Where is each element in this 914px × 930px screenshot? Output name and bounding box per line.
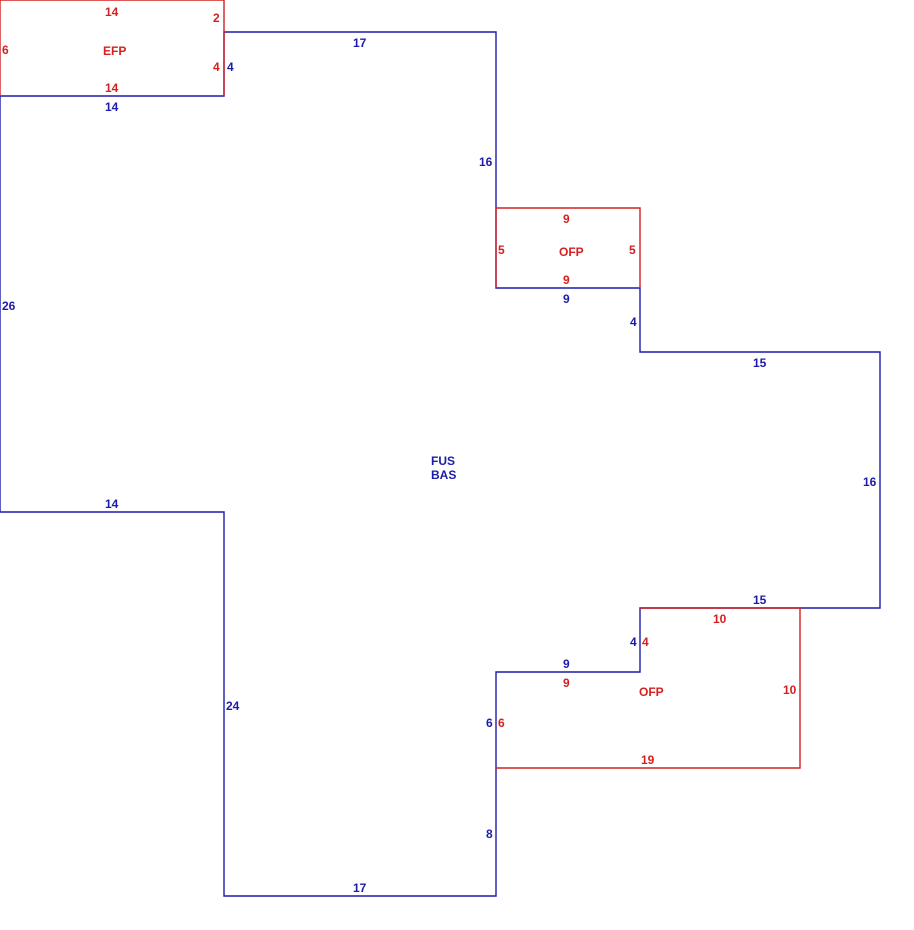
main-dim-inner: 9 xyxy=(563,657,570,671)
main-dim-step: 4 xyxy=(630,635,637,649)
ofp-lower-area-label: OFP xyxy=(639,685,664,699)
ofp-lower-dim-left: 6 xyxy=(498,716,505,730)
efp-outline xyxy=(0,0,225,96)
ofp-lower-dim-inner-side: 4 xyxy=(642,635,649,649)
efp-area-label: EFP xyxy=(103,44,126,58)
ofp-lower-dim-bottom: 19 xyxy=(641,753,655,767)
main-area-label-line2: BAS xyxy=(431,468,456,482)
main-dim-right-bottom: 15 xyxy=(753,593,767,607)
ofp-upper-dim-left: 5 xyxy=(498,243,505,257)
efp-dim-right-upper: 2 xyxy=(213,11,220,25)
efp-dim-left: 6 xyxy=(2,43,9,57)
efp-dim-bottom: 14 xyxy=(105,81,119,95)
main-dim-right-side: 16 xyxy=(863,475,877,489)
main-dim-right-top: 15 xyxy=(753,356,767,370)
main-dim-left-lower: 24 xyxy=(226,699,240,713)
efp-dim-right-lower: 4 xyxy=(213,60,220,74)
main-dim-lower: 8 xyxy=(486,827,493,841)
main-dim-mid: 14 xyxy=(105,497,119,511)
main-dim-ofp-bottom: 9 xyxy=(563,292,570,306)
main-dim-left-of-ofp: 6 xyxy=(486,716,493,730)
main-dim-bottom: 17 xyxy=(353,881,367,895)
ofp-upper-dim-top: 9 xyxy=(563,212,570,226)
main-dim-top: 17 xyxy=(353,36,367,50)
main-area-label-line1: FUS xyxy=(431,454,455,468)
ofp-lower-dim-inner-top: 9 xyxy=(563,676,570,690)
main-dim-left: 26 xyxy=(2,299,16,313)
main-area-outline xyxy=(0,31,881,897)
main-dim-efp-shared: 14 xyxy=(105,100,119,114)
ofp-lower-dim-top: 10 xyxy=(713,612,727,626)
ofp-upper-dim-bottom: 9 xyxy=(563,273,570,287)
efp-dim-top: 14 xyxy=(105,5,119,19)
main-dim-step-down: 4 xyxy=(630,315,637,329)
main-dim-upper-drop: 16 xyxy=(479,155,493,169)
ofp-lower-dim-right: 10 xyxy=(783,683,797,697)
ofp-upper-area-label: OFP xyxy=(559,245,584,259)
main-dim-efp-side: 4 xyxy=(227,60,234,74)
ofp-upper-outline xyxy=(495,207,641,288)
ofp-upper-dim-right: 5 xyxy=(629,243,636,257)
ofp-lower-outline xyxy=(496,607,801,769)
